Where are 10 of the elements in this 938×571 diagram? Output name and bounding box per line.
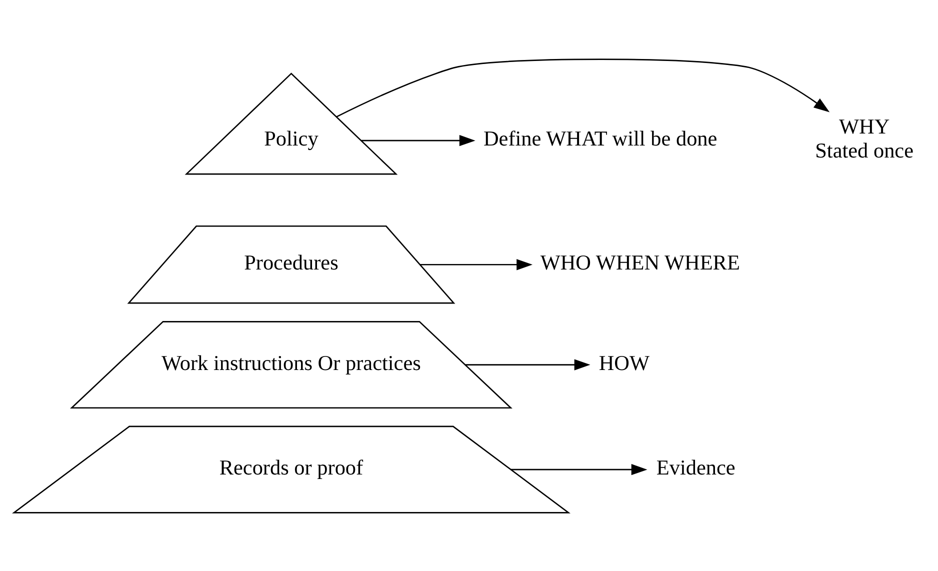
node-text: Evidence	[656, 455, 736, 480]
arrow	[336, 58, 830, 117]
node-text: WHY Stated once	[815, 114, 914, 162]
node-text: WHO WHEN WHERE	[540, 250, 740, 274]
arrow	[361, 134, 476, 146]
arrow	[510, 464, 648, 475]
node-text: HOW	[598, 350, 650, 374]
arrow	[466, 358, 590, 370]
arrow	[420, 258, 533, 270]
node-text: Define WHAT will be done	[483, 126, 718, 150]
